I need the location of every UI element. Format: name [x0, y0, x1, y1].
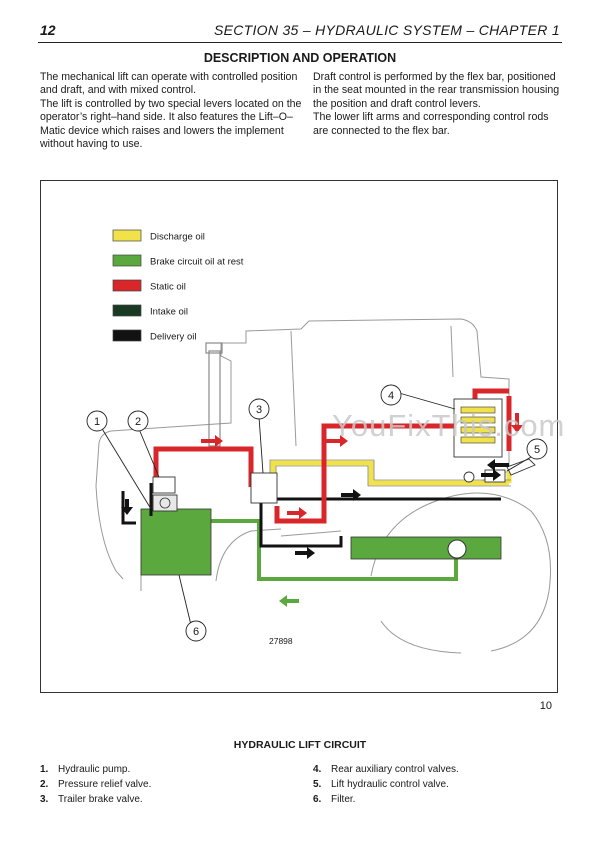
legend-swatch-brake [112, 254, 142, 267]
key-text: Hydraulic pump. [58, 764, 131, 775]
key-item: 1. Hydraulic pump. [40, 764, 130, 775]
legend-label: Intake oil [150, 307, 188, 318]
flow-arrows [121, 413, 523, 607]
lift-control-lever [506, 458, 536, 476]
key-item: 5. Lift hydraulic control valve. [313, 779, 449, 790]
key-number: 1. [40, 764, 49, 775]
key-text: Filter. [331, 794, 356, 805]
figure-frame: Discharge oil Brake circuit oil at rest … [40, 180, 558, 693]
arrow-black-right [295, 547, 315, 559]
intro-right-column: Draft control is performed by the flex b… [313, 71, 565, 138]
callout-5: 5 [534, 444, 540, 456]
legend-label: Static oil [150, 282, 186, 293]
pump-symbol [159, 497, 171, 509]
legend-swatch-discharge [112, 229, 142, 242]
callouts [86, 384, 548, 642]
hydraulic-circuit-diagram: Discharge oil Brake circuit oil at rest … [86, 229, 552, 654]
aux-valve-port [463, 471, 475, 483]
callout-4: 4 [388, 390, 394, 402]
section-heading: DESCRIPTION AND OPERATION [203, 51, 397, 65]
key-text: Rear auxiliary control valves. [331, 764, 459, 775]
arrow-red-down [511, 413, 523, 433]
legend-label: Discharge oil [150, 232, 205, 243]
key-number: 2. [40, 779, 49, 790]
key-item: 4. Rear auxiliary control valves. [313, 764, 459, 775]
tractor-outline [95, 318, 552, 654]
pump-head [152, 494, 178, 512]
relief-valve-box [152, 476, 176, 494]
arrow-black-down [121, 499, 133, 515]
brake-circuit-lines [209, 519, 458, 581]
legend-swatch-static [112, 279, 142, 292]
legend-label: Brake circuit oil at rest [150, 257, 244, 268]
header-rule [38, 42, 562, 43]
key-text: Lift hydraulic control valve. [331, 779, 449, 790]
key-text: Pressure relief valve. [58, 779, 152, 790]
section-title: SECTION 35 – HYDRAULIC SYSTEM – CHAPTER … [213, 22, 560, 38]
key-item: 3. Trailer brake valve. [40, 794, 143, 805]
legend-swatch-delivery [112, 329, 142, 342]
aux-valves-stack [460, 406, 496, 444]
callout-3: 3 [256, 404, 262, 416]
legend: Discharge oil Brake circuit oil at rest … [112, 229, 244, 343]
key-item: 6. Filter. [313, 794, 355, 805]
watermark: YouFixThis.com [332, 408, 566, 443]
callout-1: 1 [94, 416, 100, 428]
arrow-black-right [341, 489, 361, 501]
figure-caption: HYDRAULIC LIFT CIRCUIT [233, 739, 367, 751]
key-item: 2. Pressure relief valve. [40, 779, 151, 790]
arrow-green-left [279, 595, 299, 607]
legend-label: Delivery oil [150, 332, 196, 343]
key-number: 3. [40, 794, 49, 805]
intro-left-column: The mechanical lift can operate with con… [40, 71, 302, 151]
intro-right-paragraph: The lower lift arms and corresponding co… [313, 111, 549, 137]
intro-right-paragraph: Draft control is performed by the flex b… [313, 71, 560, 110]
figure-number: 10 [539, 700, 552, 712]
key-text: Trailer brake valve. [58, 794, 143, 805]
legend-swatch-intake [112, 304, 142, 317]
intake-delivery-lines [121, 483, 501, 548]
discharge-lines [270, 460, 512, 487]
trailer-brake-valve-box [250, 472, 278, 504]
key-number: 4. [313, 764, 322, 775]
drawing-number: 27898 [269, 636, 293, 646]
callout-6: 6 [193, 626, 199, 638]
arrow-red-right [287, 507, 307, 519]
arrow-yellow-right [481, 469, 501, 481]
reservoir-plug [447, 539, 467, 559]
arrow-red-right [201, 435, 223, 447]
exhaust-stack [205, 342, 223, 447]
callout-2: 2 [135, 416, 141, 428]
pump-filter-block [140, 508, 212, 576]
page-number: 12 [40, 22, 56, 38]
intro-left-paragraph: The mechanical lift can operate with con… [40, 71, 298, 97]
intro-left-paragraph: The lift is controlled by two special le… [40, 97, 302, 151]
arrow-black-left [487, 459, 509, 471]
key-number: 6. [313, 794, 322, 805]
arrow-red-right [326, 435, 348, 447]
callout-labels: 1 2 3 4 5 6 [94, 390, 540, 638]
key-number: 5. [313, 779, 322, 790]
